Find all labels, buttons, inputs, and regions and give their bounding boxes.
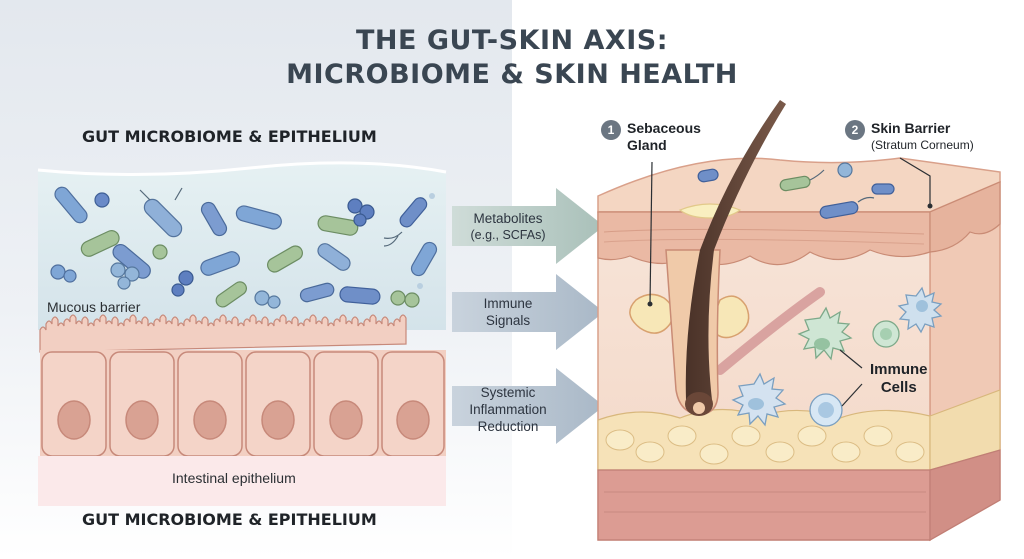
arrow-label-immune-signals: Immune Signals — [456, 295, 560, 329]
callout-2-line-1: Skin Barrier — [871, 120, 951, 136]
arrector-pili-muscle — [715, 287, 825, 375]
title-line-1: THE GUT-SKIN AXIS: — [355, 25, 668, 56]
basement-membrane — [38, 456, 446, 506]
signal-arrows — [452, 188, 604, 444]
callout-1-line-1: Sebaceous — [627, 120, 701, 136]
arrow-3-line-1: Systemic — [480, 385, 536, 400]
gut-bacteria — [50, 186, 438, 309]
skin-block — [597, 157, 1001, 542]
immune-line-2: Cells — [880, 379, 917, 396]
callout-1-badge: 1 — [601, 120, 621, 140]
callout-immune-cells: Immune Cells — [870, 361, 928, 397]
gut-microvilli — [39, 314, 407, 353]
arrow-label-metabolites: Metabolites (e.g., SCFAs) — [456, 210, 560, 244]
arrow-3-line-3: Reduction — [477, 419, 539, 434]
immune-line-1: Immune — [870, 361, 928, 378]
arrow-label-inflammation: Systemic Inflammation Reduction — [456, 384, 560, 435]
callout-skin-barrier: Skin Barrier (Stratum Corneum) — [871, 120, 974, 154]
gut-heading-top: GUT MICROBIOME & EPITHELIUM — [82, 127, 377, 146]
hair-follicle — [665, 100, 786, 416]
diagram-title: THE GUT-SKIN AXIS: MICROBIOME & SKIN HEA… — [0, 24, 1024, 92]
callout-1-line-2: Gland — [627, 137, 667, 153]
arrow-2-line-2: Signals — [485, 313, 531, 328]
intestinal-epithelium-cells — [40, 350, 446, 460]
callout-sebaceous-gland: Sebaceous Gland — [627, 120, 701, 154]
arrow-3-line-2: Inflammation — [469, 402, 547, 417]
immune-cells — [731, 286, 943, 427]
arrow-1-line-2: (e.g., SCFAs) — [470, 228, 546, 242]
mucous-barrier-label: Mucous barrier — [47, 299, 141, 315]
arrow-1-line-1: Metabolites — [473, 211, 543, 226]
title-line-2: MICROBIOME & SKIN HEALTH — [286, 59, 738, 90]
gut-heading-bottom: GUT MICROBIOME & EPITHELIUM — [82, 510, 377, 529]
callout-2-line-2: (Stratum Corneum) — [871, 138, 974, 152]
callout-2-badge: 2 — [845, 120, 865, 140]
skin-surface-bacteria — [697, 162, 895, 219]
intestinal-epithelium-label: Intestinal epithelium — [172, 470, 296, 486]
arrow-2-line-1: Immune — [483, 296, 533, 311]
callout-lines — [649, 157, 931, 407]
